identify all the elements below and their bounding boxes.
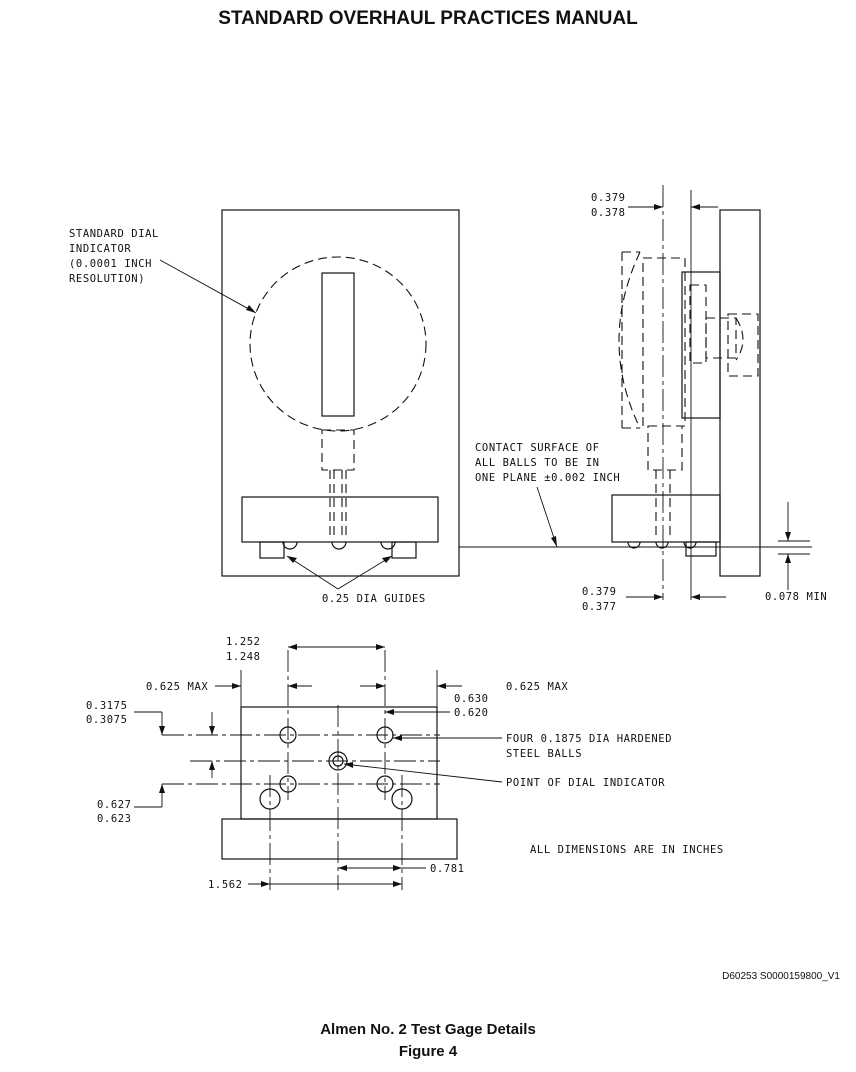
page-header: STANDARD OVERHAUL PRACTICES MANUAL [218, 8, 638, 29]
balls-label-2: STEEL BALLS [506, 748, 582, 760]
offset-dim-a: 0.630 [454, 693, 489, 705]
side-dial-body [642, 257, 686, 427]
guide-right [391, 788, 413, 810]
width-dim-b: 1.248 [226, 651, 261, 663]
dial-window [321, 272, 355, 417]
document-id: D60253 S0000159800_V1 [722, 971, 840, 982]
guides-label: 0.25 DIA GUIDES [322, 593, 426, 605]
dim-1562: 1.562 [208, 879, 243, 891]
low-dim-b: 0.623 [97, 813, 132, 825]
dim-781: 0.781 [430, 863, 465, 875]
ball-bottom-right [376, 775, 394, 793]
contact-label-1: CONTACT SURFACE OF [475, 442, 600, 454]
dial-label-1: STANDARD DIAL [69, 228, 159, 240]
left-guide [259, 541, 285, 559]
dial-point-outer [328, 751, 348, 771]
plan-view [162, 650, 458, 890]
side-view [611, 185, 761, 600]
dial-point-inner [332, 755, 344, 767]
offset-dim-b: 0.620 [454, 707, 489, 719]
figure-title: Almen No. 2 Test Gage Details [320, 1021, 536, 1038]
low-dim-a: 0.627 [97, 799, 132, 811]
dial-stem [321, 429, 355, 471]
all-dims-note: ALL DIMENSIONS ARE IN INCHES [530, 844, 724, 856]
plan-base [221, 818, 458, 860]
dial-label-2: INDICATOR [69, 243, 131, 255]
side-bracket [681, 271, 721, 419]
point-label: POINT OF DIAL INDICATOR [506, 777, 665, 789]
contact-label-3: ONE PLANE ±0.002 INCH [475, 472, 620, 484]
bottom-dim-b: 0.377 [582, 601, 617, 613]
left-max-dim: 0.625 MAX [146, 681, 208, 693]
dial-face [249, 256, 427, 432]
right-max-dim: 0.625 MAX [506, 681, 568, 693]
dial-label-4: RESOLUTION) [69, 273, 145, 285]
vert-dim-b: 0.3075 [86, 714, 128, 726]
bottom-dim-a: 0.379 [582, 586, 617, 598]
vert-dim-a: 0.3175 [86, 700, 128, 712]
front-housing [221, 209, 460, 577]
top-dim-b: 0.378 [591, 207, 626, 219]
dial-label-3: (0.0001 INCH [69, 258, 152, 270]
right-guide [391, 541, 417, 559]
ball-bottom-left [279, 775, 297, 793]
width-dim-a: 1.252 [226, 636, 261, 648]
figure-number: Figure 4 [398, 1043, 458, 1060]
ball-top-right [376, 726, 394, 744]
ball-top-left [279, 726, 297, 744]
balls-label-1: FOUR 0.1875 DIA HARDENED [506, 733, 672, 745]
ball-right [380, 541, 396, 550]
ball-left [282, 541, 298, 550]
contact-label-2: ALL BALLS TO BE IN [475, 457, 600, 469]
min-dim: 0.078 MIN [765, 591, 827, 603]
front-base-block [241, 496, 439, 543]
guide-left [259, 788, 281, 810]
side-plate [719, 209, 761, 577]
top-dim-a: 0.379 [591, 192, 626, 204]
ball-center [331, 541, 347, 550]
front-view [221, 209, 460, 577]
side-base-block [611, 494, 721, 543]
